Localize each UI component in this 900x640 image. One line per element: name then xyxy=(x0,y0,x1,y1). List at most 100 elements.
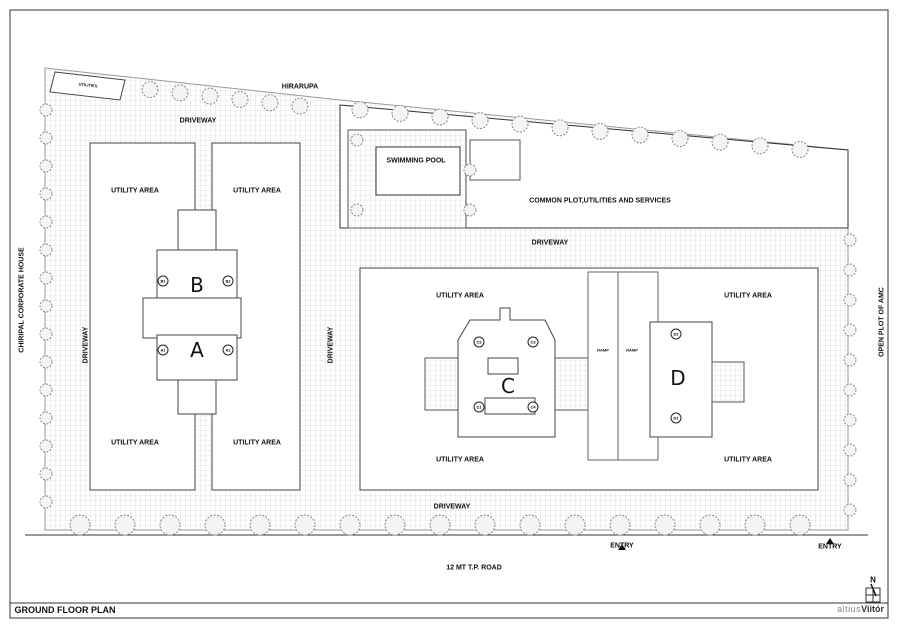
tree-icon xyxy=(471,112,489,130)
tree-icon xyxy=(204,514,226,536)
entry-arrow-icon xyxy=(826,538,834,544)
tree-icon xyxy=(39,439,53,453)
tree-icon xyxy=(201,87,219,105)
tree-icon xyxy=(350,203,364,217)
utilities-block xyxy=(49,71,126,101)
tree-icon xyxy=(751,137,769,155)
stair-c-east xyxy=(549,357,591,411)
entry-label: ENTRY xyxy=(610,542,634,550)
tree-icon xyxy=(39,243,53,257)
unit-c3-marker: C3 xyxy=(527,336,539,348)
driveway-label: DRIVEWAY xyxy=(179,117,217,125)
unit-b1-marker: B1 xyxy=(157,275,169,287)
tree-icon xyxy=(519,514,541,536)
tree-icon xyxy=(551,119,569,137)
unit-c1-marker: C1 xyxy=(473,401,485,413)
tree-icon xyxy=(429,514,451,536)
driveway-label: DRIVEWAY xyxy=(82,326,90,364)
west-neighbor-label: CHIRIPAL CORPORATE HOUSE xyxy=(18,247,26,353)
tree-icon xyxy=(843,503,857,517)
utility-area-label: UTILITY AREA xyxy=(111,439,159,447)
core-ab xyxy=(142,297,242,339)
tree-icon xyxy=(39,271,53,285)
tree-icon xyxy=(249,514,271,536)
lift-c xyxy=(487,357,519,375)
drawing-frame xyxy=(9,9,889,619)
tree-icon xyxy=(39,411,53,425)
utility-area-label: UTILITY AREA xyxy=(436,292,484,300)
tree-icon xyxy=(159,514,181,536)
entry-arrow-icon xyxy=(618,544,626,550)
tree-icon xyxy=(171,84,189,102)
tree-icon xyxy=(843,263,857,277)
north-label: N xyxy=(870,575,876,585)
ramp-label: RAMP xyxy=(626,347,638,353)
tree-icon xyxy=(39,327,53,341)
tree-icon xyxy=(339,514,361,536)
tree-icon xyxy=(744,514,766,536)
tree-icon xyxy=(654,514,676,536)
tree-icon xyxy=(39,131,53,145)
utility-area-label: UTILITY AREA xyxy=(111,187,159,195)
tree-icon xyxy=(843,233,857,247)
tree-icon xyxy=(699,514,721,536)
tree-icon xyxy=(631,126,649,144)
driveway-label: DRIVEWAY xyxy=(327,326,335,364)
common-plot-label: COMMON PLOT,UTILITIES AND SERVICES xyxy=(529,197,671,205)
tree-icon xyxy=(511,115,529,133)
brand-logo: altiusViitór xyxy=(837,604,884,614)
tree-icon xyxy=(261,94,279,112)
utility-area-label: UTILITY AREA xyxy=(724,292,772,300)
utility-area-label: UTILITY AREA xyxy=(724,456,772,464)
tree-icon xyxy=(564,514,586,536)
tree-icon xyxy=(843,473,857,487)
tree-icon xyxy=(384,514,406,536)
tree-icon xyxy=(39,467,53,481)
tree-icon xyxy=(39,383,53,397)
ramp-label: RAMP xyxy=(597,347,609,353)
building-d-label: D xyxy=(670,366,686,390)
drawing-title: GROUND FLOOR PLAN xyxy=(14,605,116,615)
tree-icon xyxy=(391,104,409,122)
tree-icon xyxy=(463,203,477,217)
swimming-pool xyxy=(375,146,461,196)
pool-stairs xyxy=(469,139,521,181)
tree-icon xyxy=(39,187,53,201)
tree-icon xyxy=(474,514,496,536)
tree-icon xyxy=(350,133,364,147)
tree-icon xyxy=(791,140,809,158)
tree-icon xyxy=(843,383,857,397)
tree-icon xyxy=(431,108,449,126)
tree-icon xyxy=(591,122,609,140)
utility-area-label: UTILITY AREA xyxy=(436,456,484,464)
tree-icon xyxy=(843,293,857,307)
utility-area-label: UTILITY AREA xyxy=(233,187,281,195)
tree-icon xyxy=(39,215,53,229)
building-a-label: A xyxy=(190,338,204,362)
tree-icon xyxy=(609,514,631,536)
road-label: 12 MT T.P. ROAD xyxy=(446,564,502,572)
east-neighbor-label: OPEN PLOT OF AMC xyxy=(878,287,886,357)
tree-icon xyxy=(39,495,53,509)
tree-icon xyxy=(69,514,91,536)
tree-icon xyxy=(351,101,369,119)
tree-icon xyxy=(39,299,53,313)
tree-icon xyxy=(843,323,857,337)
building-c-label: C xyxy=(501,374,515,398)
building-b-label: B xyxy=(190,273,204,297)
unit-c2-marker: C2 xyxy=(473,336,485,348)
tree-icon xyxy=(294,514,316,536)
unit-d1-marker: D1 xyxy=(670,412,682,424)
stair-b xyxy=(177,209,217,251)
tower-a xyxy=(156,334,238,381)
unit-a1-marker: A1 xyxy=(157,344,169,356)
tree-icon xyxy=(463,163,477,177)
tree-icon xyxy=(843,413,857,427)
tree-icon xyxy=(39,159,53,173)
utility-area-label: UTILITY AREA xyxy=(233,439,281,447)
tree-icon xyxy=(291,97,309,115)
driveway-label: DRIVEWAY xyxy=(531,239,569,247)
unit-b2-marker: B2 xyxy=(222,275,234,287)
driveway-label: DRIVEWAY xyxy=(433,503,471,511)
